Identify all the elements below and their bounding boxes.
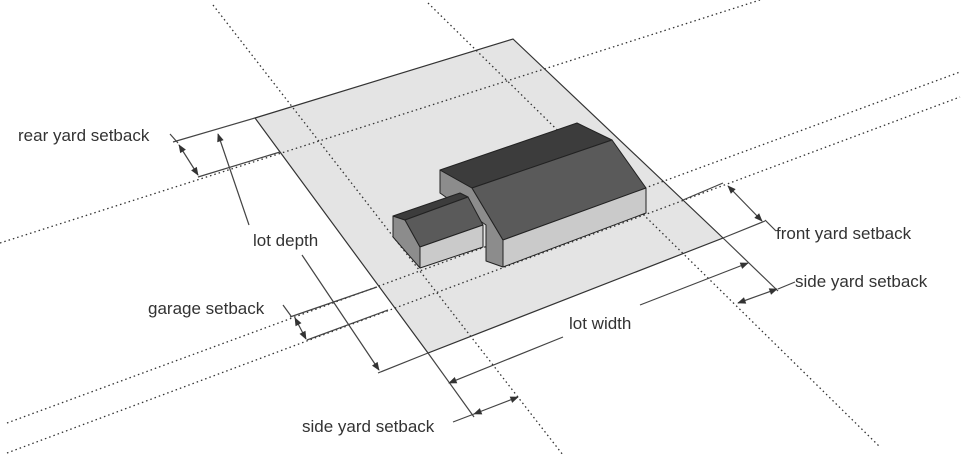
garage-ext-line-2 <box>306 309 389 341</box>
garage-setback-arrow <box>294 317 307 340</box>
house-front-wall <box>502 187 647 268</box>
label-lot-width: lot width <box>569 314 631 333</box>
right-side-setback-line <box>427 2 881 448</box>
rear-extension-line <box>172 117 256 143</box>
garage-ext-line-1 <box>289 286 378 318</box>
front-yard-leader <box>764 219 777 232</box>
side-yard-right-arrow <box>737 288 778 304</box>
side-yard-bottom-leader <box>452 413 475 423</box>
front-ext-line-2 <box>722 220 766 239</box>
lot-depth-extension-line <box>377 352 429 374</box>
label-side-yard-setback-bottom: side yard setback <box>302 417 435 436</box>
right-lot-extension-line <box>722 237 779 292</box>
rear-setback-extension-line <box>197 151 281 178</box>
lot-width-arrow-right <box>639 262 749 306</box>
label-lot-depth: lot depth <box>253 231 318 250</box>
garage-setback-line <box>6 96 961 454</box>
garage-setback-leader <box>282 304 292 317</box>
garage-front-wall <box>419 224 484 269</box>
rear-yard-leader <box>169 133 179 144</box>
label-front-yard-setback: front yard setback <box>776 224 912 243</box>
front-yard-arrow <box>727 185 763 222</box>
lot-depth-arrow-upper <box>217 133 250 226</box>
label-side-yard-setback-right: side yard setback <box>795 272 928 291</box>
left-side-setback-line <box>212 4 564 456</box>
label-garage-setback: garage setback <box>148 299 265 318</box>
side-yard-right-leader <box>777 281 796 290</box>
garage <box>392 192 484 269</box>
label-rear-yard-setback: rear yard setback <box>18 126 150 145</box>
left-lot-extension-line <box>427 352 475 418</box>
rear-yard-arrow <box>178 144 199 176</box>
side-yard-bottom-arrow <box>473 396 519 415</box>
lot-depth-arrow-lower <box>301 254 380 371</box>
lot-width-arrow-left <box>448 336 564 384</box>
front-ext-line-1 <box>682 182 724 201</box>
front-setback-line <box>6 71 961 424</box>
